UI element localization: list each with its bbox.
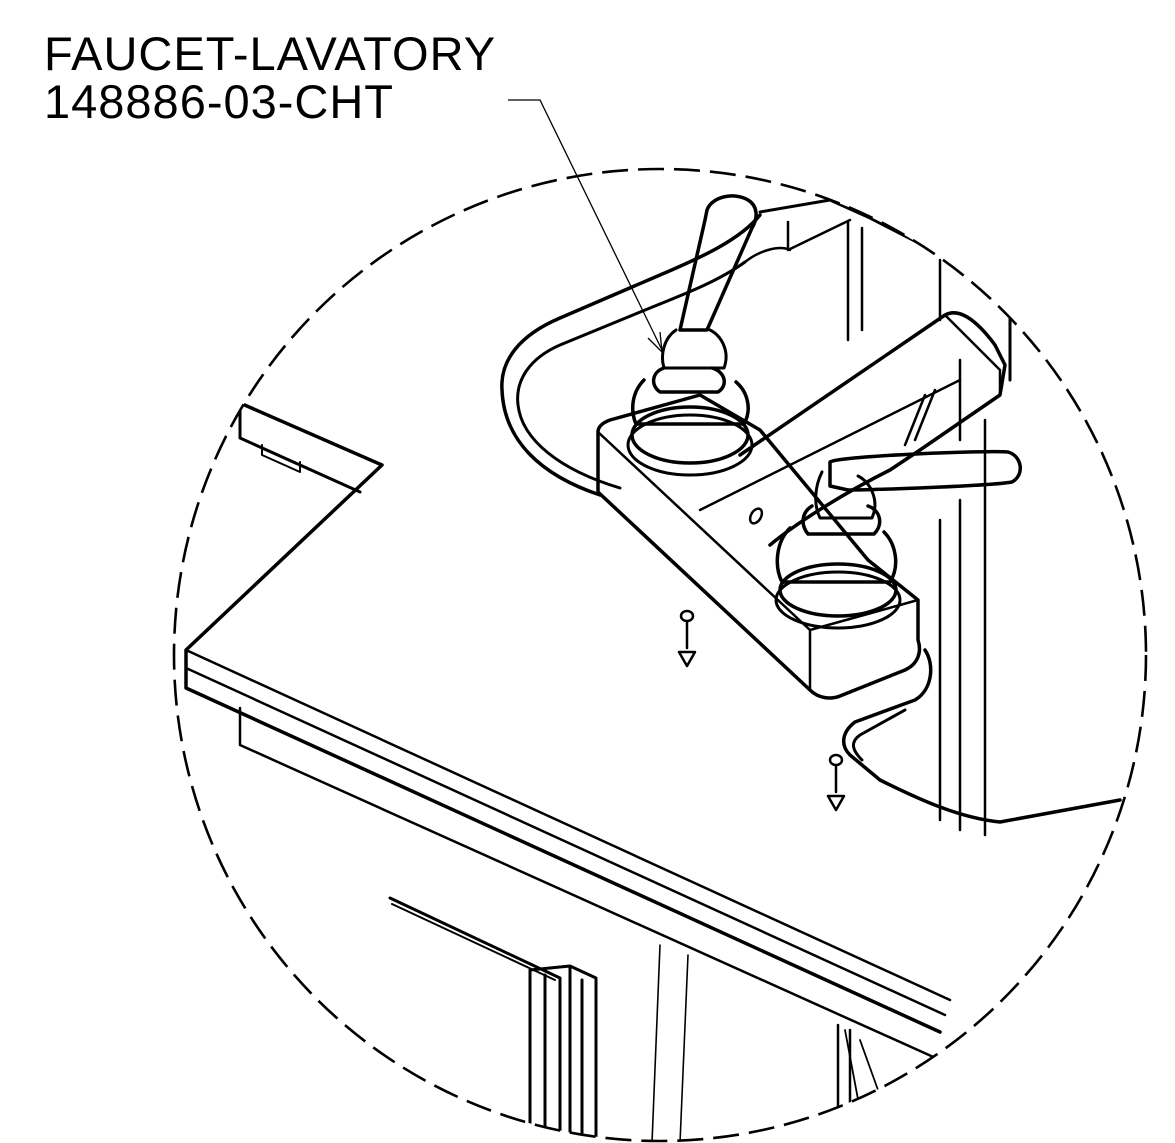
callout-leader-line (508, 99, 663, 351)
mounting-screw-right (826, 753, 846, 812)
cabinet-body (238, 706, 942, 1062)
part-name: FAUCET-LAVATORY (44, 27, 497, 80)
part-callout-label: FAUCET-LAVATORY 148886-03-CHT (44, 30, 496, 126)
detail-boundary-circle (172, 167, 1148, 1143)
cabinet-door-hinge (528, 964, 598, 1141)
faucet-aerator-hole (748, 507, 764, 525)
callout-arrowhead (647, 331, 663, 354)
faucet-handle-right (828, 449, 1022, 492)
part-number: 148886-03-CHT (44, 75, 395, 128)
faucet-base-plate (596, 393, 922, 700)
countertop-notch (238, 401, 362, 494)
mounting-screw-left (677, 609, 697, 668)
sink-bowl-rim (500, 213, 762, 497)
faucet-spout (738, 311, 1007, 547)
faucet-handle-left (678, 194, 758, 332)
countertop-edge (184, 401, 942, 1034)
back-wall-panel (758, 198, 1012, 382)
